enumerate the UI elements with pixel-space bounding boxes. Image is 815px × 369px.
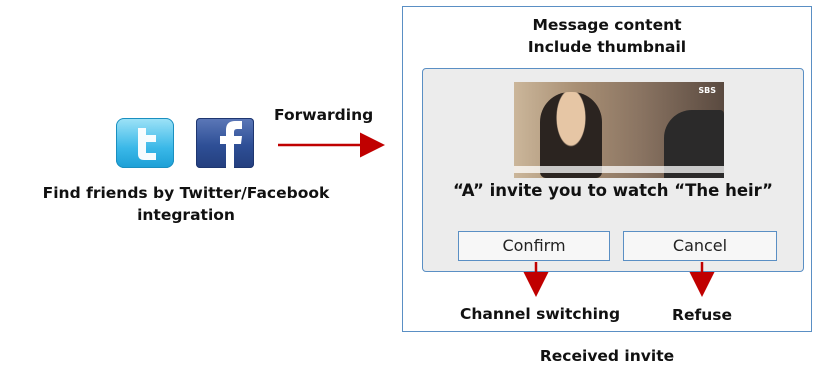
find-friends-text: Find friends by Twitter/Facebook integra… [42, 184, 330, 224]
channel-logo: SBS [698, 86, 716, 95]
twitter-icon [116, 118, 174, 168]
forwarding-label: Forwarding [274, 106, 374, 124]
header-line-1: Message content [532, 16, 682, 34]
refuse-label: Refuse [672, 306, 732, 324]
confirm-button[interactable]: Confirm [458, 231, 610, 261]
channel-switching-label: Channel switching [459, 305, 621, 323]
cancel-button[interactable]: Cancel [623, 231, 777, 261]
header-line-2: Include thumbnail [527, 38, 687, 56]
thumbnail-person-left [540, 92, 602, 178]
invite-message: “A” invite you to watch “The heir” [453, 181, 773, 200]
message-content-header: Message content Include thumbnail [402, 14, 812, 58]
received-invite-panel [402, 6, 812, 332]
received-invite-caption: Received invite [539, 347, 675, 365]
thumbnail-subtitle-bar [514, 166, 724, 173]
facebook-icon [196, 118, 254, 168]
